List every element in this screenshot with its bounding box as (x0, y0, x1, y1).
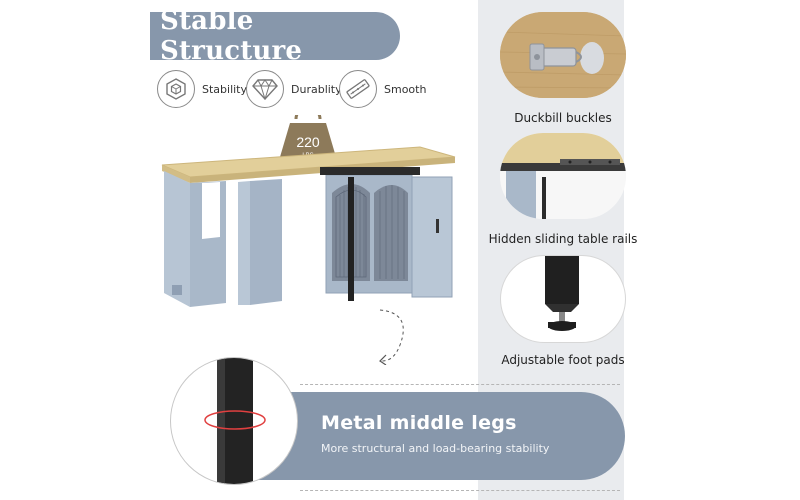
diamond-icon (246, 70, 284, 108)
arrow-head-icon (379, 354, 387, 365)
feature-label: Stability (202, 82, 248, 96)
slide-rail-icon (339, 70, 377, 108)
page-title: Stable Structure (160, 6, 303, 66)
weight-icon (280, 115, 336, 161)
feature-label: Smooth (384, 82, 427, 96)
title-banner: Stable Structure (150, 6, 400, 66)
storage-cabinet (320, 167, 453, 298)
feature-stability: Stability (157, 70, 247, 108)
feature-label: Durablity (291, 82, 342, 96)
weight-value: 220 (296, 134, 320, 150)
duckbill-buckle-image (500, 12, 626, 98)
banner-subtext: More structural and load-bearing stabili… (321, 442, 550, 455)
banner-heading: Metal middle legs (321, 412, 517, 434)
table-top-edge (162, 165, 190, 183)
pointer-arrow (379, 309, 404, 362)
metal-leg-closeup (170, 357, 298, 485)
left-frame-leg (164, 171, 282, 307)
highlight-ring (204, 410, 266, 430)
metal-legs-banner: Metal middle legs More structural and lo… (253, 392, 625, 480)
foot-pad-image (500, 255, 626, 343)
metal-middle-leg (348, 177, 354, 301)
feature-smooth: Smooth (339, 70, 426, 108)
hexagon-cube-icon (157, 70, 195, 108)
detail-label-rails: Hidden sliding table rails (488, 232, 638, 246)
detail-label-foot-pads: Adjustable foot pads (501, 353, 625, 367)
sliding-rails-image (500, 133, 626, 219)
dashed-divider (300, 384, 620, 385)
detail-label-duckbill: Duckbill buckles (514, 111, 612, 125)
dashed-divider (300, 490, 620, 491)
feature-durability: Durablity (246, 70, 342, 108)
dining-table-illustration: 220 LBS (161, 115, 456, 365)
